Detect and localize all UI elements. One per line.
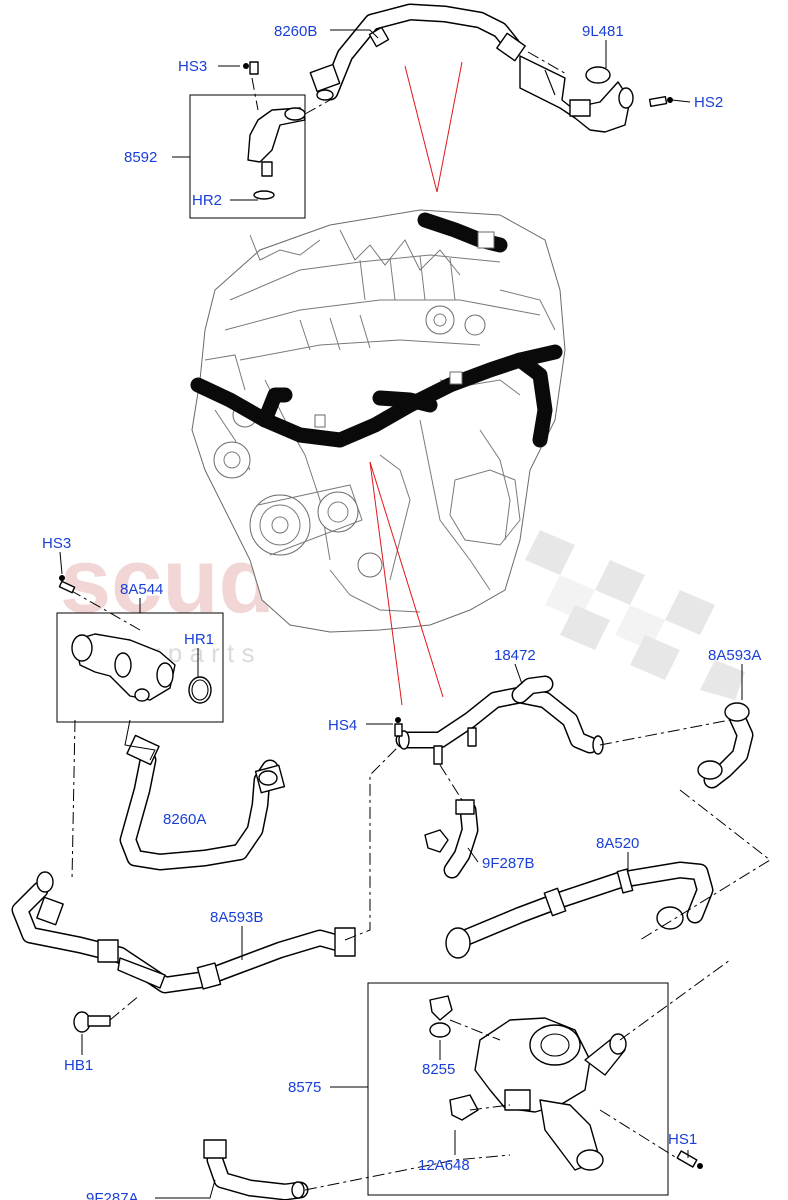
part-8A520-pipe [445,789,771,959]
callout-HR2: HR2 [192,192,222,209]
callout-HS2: HS2 [694,94,723,111]
checkered-flag [525,530,745,700]
part-9F287A-hose [203,1139,511,1200]
part-HS3-mid-bolt [58,575,76,594]
part-8A593A-hose [599,702,754,789]
callout-HS3-mid: HS3 [42,535,71,552]
red-pointer-lines [369,61,463,706]
part-8260B-hose [309,3,526,101]
callout-9F287B: 9F287B [482,855,535,872]
callout-8575: 8575 [288,1079,321,1096]
part-9F287B-hose [424,764,479,879]
callout-12A648: 12A648 [418,1157,470,1174]
callout-HB1: HB1 [64,1057,93,1074]
callout-18472: 18472 [494,647,536,664]
part-HS4-bolt [394,717,403,737]
engine-illustration [190,209,566,633]
callout-8592: 8592 [124,149,157,166]
callout-8A593A: 8A593A [708,647,761,664]
callout-HS1: HS1 [668,1131,697,1148]
part-8255-clip [429,995,453,1021]
part-18472-pipe [395,675,604,765]
part-8260A-hose [119,719,286,871]
callout-8A593B: 8A593B [210,909,263,926]
part-HS3-top-bolt [243,61,259,75]
engine-hose-main [190,344,563,448]
part-8A544-box [56,589,224,723]
part-HS2-bolt [648,95,673,108]
leader-lines [59,29,743,1199]
callout-labels: 8260B 9L481 HS3 HS2 8592 HR2 HS3 8A544 H… [42,23,761,1200]
part-8575-box [367,959,731,1196]
callout-8260B: 8260B [274,23,317,40]
callout-9L481: 9L481 [582,23,624,40]
callout-HR1: HR1 [184,631,214,648]
dash-9L481 [527,51,569,76]
callout-HS4: HS4 [328,717,357,734]
part-8A593B-hose [11,719,401,994]
callout-8A520: 8A520 [596,835,639,852]
callout-8A544: 8A544 [120,581,163,598]
part-HS1-bolt [676,1150,703,1169]
callout-HS3-top: HS3 [178,58,207,75]
part-8592-pipe-box [189,77,331,219]
callout-8255: 8255 [422,1061,455,1078]
part-HB1-bolt [73,994,141,1033]
callout-9F287A: 9F287A [86,1190,139,1200]
part-9L481-housing [519,55,634,133]
callout-8260A: 8260A [163,811,206,828]
